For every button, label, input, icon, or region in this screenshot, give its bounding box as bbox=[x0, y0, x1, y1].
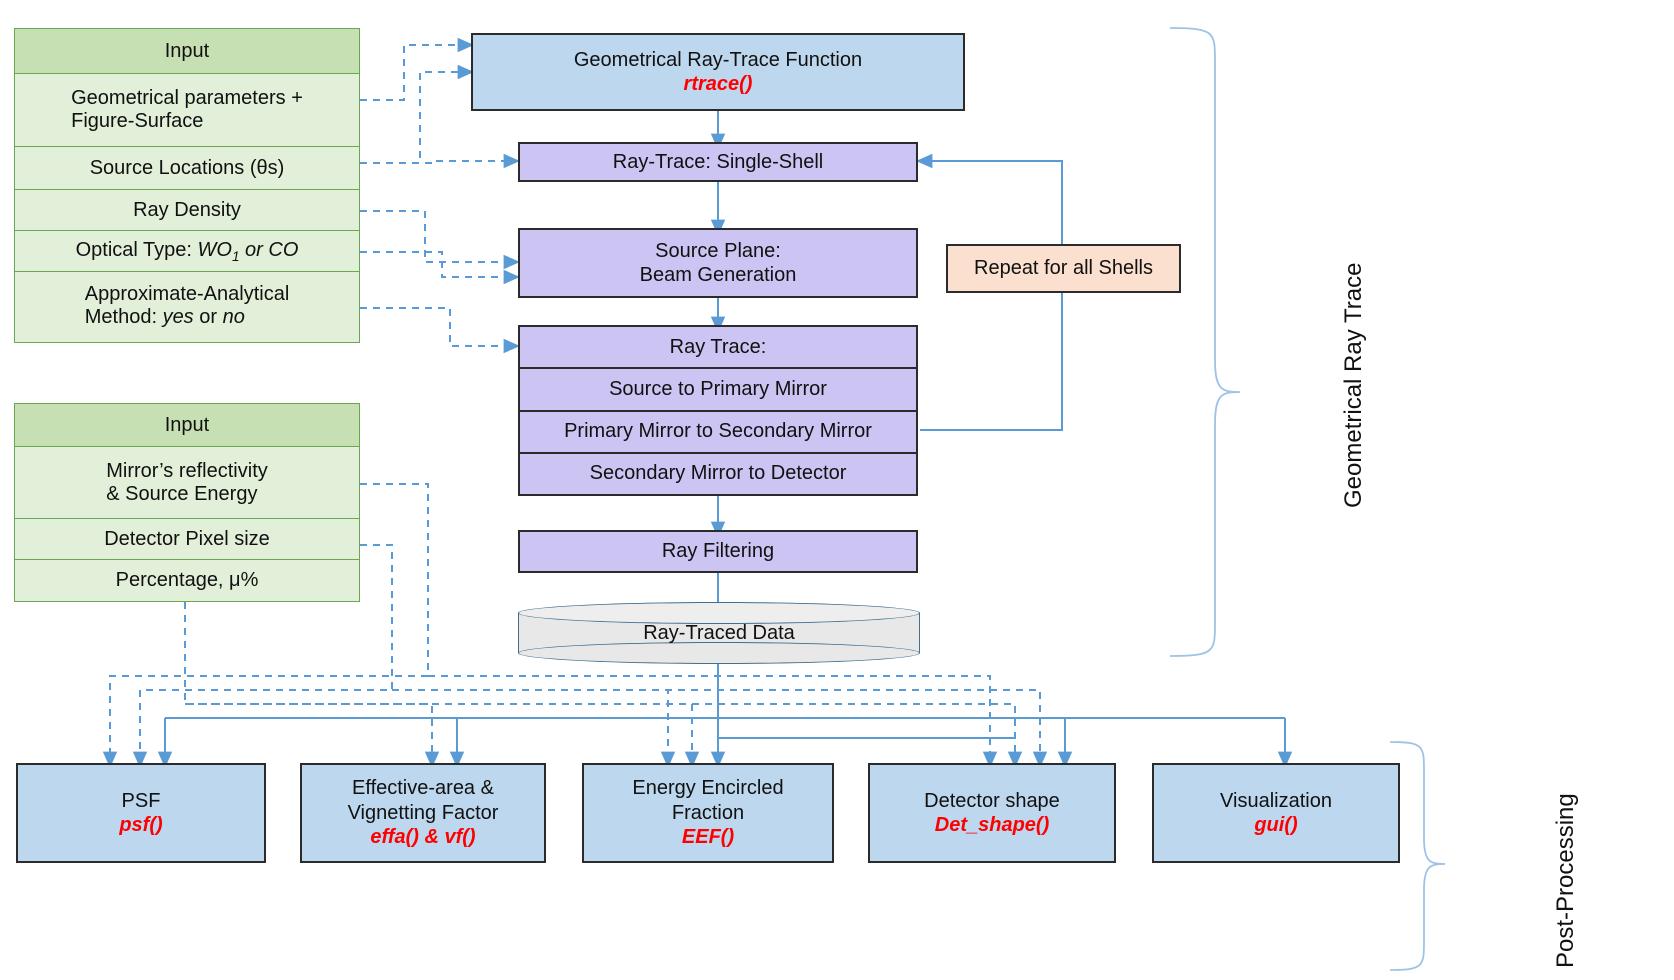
node-ray-trace-stack: Ray Trace: Source to Primary Mirror Prim… bbox=[518, 325, 918, 496]
node-ray-trace-function-title: Geometrical Ray-Trace Function bbox=[573, 48, 863, 71]
input-table-geometry-header: Input bbox=[15, 29, 359, 74]
output-box-energy-encircled-fraction: Energy Encircled Fraction EEF() bbox=[582, 763, 834, 863]
node-repeat-for-all-shells: Repeat for all Shells bbox=[946, 244, 1181, 293]
cylinder-top-ellipse bbox=[518, 602, 920, 624]
node-ray-filtering-label: Ray Filtering bbox=[661, 540, 775, 563]
node-single-shell-label: Ray-Trace: Single-Shell bbox=[612, 150, 824, 173]
input-table-detector: Input Mirror’s reflectivity & Source Ene… bbox=[14, 403, 360, 602]
node-ray-traced-data-label: Ray-Traced Data bbox=[643, 621, 795, 644]
node-ray-trace-single-shell: Ray-Trace: Single-Shell bbox=[518, 142, 918, 182]
stack-row-source-to-primary: Source to Primary Mirror bbox=[520, 369, 916, 412]
input-row-detector-pixel-size: Detector Pixel size bbox=[15, 519, 359, 560]
output-detector-shape-title: Detector shape bbox=[924, 789, 1060, 812]
input-row-percentage: Percentage, μ% bbox=[15, 560, 359, 601]
output-psf-fn: psf() bbox=[119, 814, 163, 836]
output-box-detector-shape: Detector shape Det_shape() bbox=[868, 763, 1116, 863]
node-ray-filtering: Ray Filtering bbox=[518, 530, 918, 573]
output-eef-fn: EEF() bbox=[681, 826, 735, 849]
output-effa-fn: effa() & vf() bbox=[370, 826, 476, 849]
node-geometrical-ray-trace-function: Geometrical Ray-Trace Function rtrace() bbox=[471, 33, 965, 111]
output-eef-title: Energy Encircled Fraction bbox=[632, 777, 784, 824]
output-box-effective-area: Effective-area & Vignetting Factor effa(… bbox=[300, 763, 546, 863]
node-ray-traced-data: Ray-Traced Data bbox=[518, 602, 920, 664]
input-table-detector-header: Input bbox=[15, 404, 359, 447]
stack-row-secondary-to-detector: Secondary Mirror to Detector bbox=[589, 462, 847, 485]
node-source-plane: Source Plane: Beam Generation bbox=[518, 228, 918, 298]
side-label-geometrical-ray-trace: Geometrical Ray Trace bbox=[1340, 262, 1367, 508]
input-table-geometry: Input Geometrical parameters + Figure-Su… bbox=[14, 28, 360, 343]
output-box-visualization: Visualization gui() bbox=[1152, 763, 1400, 863]
input-row-geometrical-parameters: Geometrical parameters + Figure-Surface bbox=[15, 74, 359, 147]
side-label-post-processing: Post-Processing bbox=[1552, 793, 1579, 968]
stack-row-ray-trace: Ray Trace: bbox=[520, 327, 916, 370]
output-psf-title: PSF bbox=[121, 789, 161, 812]
input-row-source-locations: Source Locations (θs) bbox=[15, 147, 359, 190]
input-row-mirror-reflectivity: Mirror’s reflectivity & Source Energy bbox=[15, 447, 359, 519]
output-effa-title: Effective-area & Vignetting Factor bbox=[347, 777, 499, 824]
output-visualization-fn: gui() bbox=[1254, 814, 1298, 836]
output-visualization-title: Visualization bbox=[1220, 789, 1332, 812]
node-source-plane-label: Source Plane: Beam Generation bbox=[639, 239, 797, 286]
stack-row-primary-to-secondary: Primary Mirror to Secondary Mirror bbox=[520, 412, 916, 454]
cylinder-bottom-ellipse bbox=[518, 642, 920, 664]
output-detector-shape-fn: Det_shape() bbox=[934, 814, 1050, 836]
node-ray-trace-function-name: rtrace() bbox=[683, 73, 753, 95]
input-row-optical-type: Optical Type: WO1 or CO bbox=[15, 231, 359, 272]
input-row-ray-density: Ray Density bbox=[15, 190, 359, 231]
output-box-psf: PSF psf() bbox=[16, 763, 266, 863]
node-repeat-label: Repeat for all Shells bbox=[974, 257, 1153, 280]
